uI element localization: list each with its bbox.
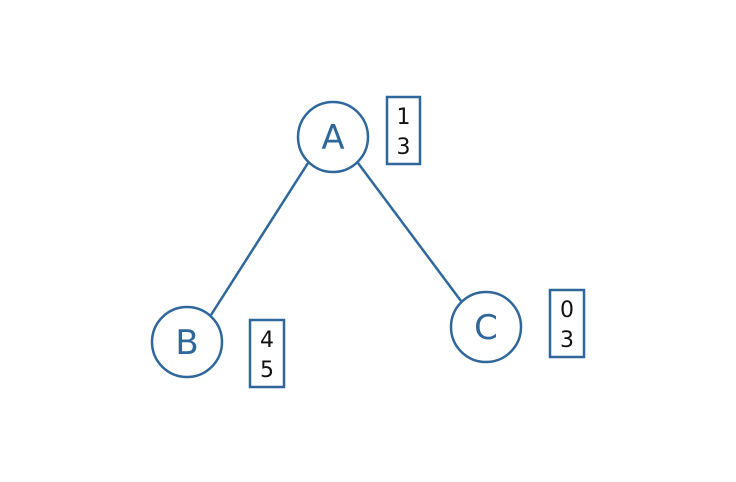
node-a-label: A	[321, 118, 344, 158]
node-c-value-bottom: 3	[560, 328, 574, 353]
node-c-value-top: 0	[560, 298, 574, 323]
node-a-value-bottom: 3	[397, 135, 411, 160]
node-a-value-box: 1 3	[385, 95, 422, 166]
node-c-value-box: 0 3	[548, 288, 586, 359]
node-b-circle	[150, 305, 224, 379]
node-a-value-top: 1	[397, 105, 411, 130]
node-c-circle	[449, 290, 523, 364]
node-c-box-frame	[548, 288, 586, 359]
node-b-value-top: 4	[260, 328, 274, 353]
node-c-label: C	[474, 308, 498, 348]
node-a: A	[296, 100, 370, 174]
edge-a-c	[356, 162, 463, 302]
node-b-value-bottom: 5	[260, 358, 274, 383]
node-c: C	[449, 290, 523, 364]
node-b-value-box: 4 5	[248, 318, 286, 389]
node-b-box-frame	[248, 318, 286, 389]
node-a-circle	[296, 100, 370, 174]
node-a-box-frame	[385, 95, 422, 166]
node-b-label: B	[175, 323, 198, 363]
edge-a-b	[209, 162, 310, 316]
node-b: B	[150, 305, 224, 379]
